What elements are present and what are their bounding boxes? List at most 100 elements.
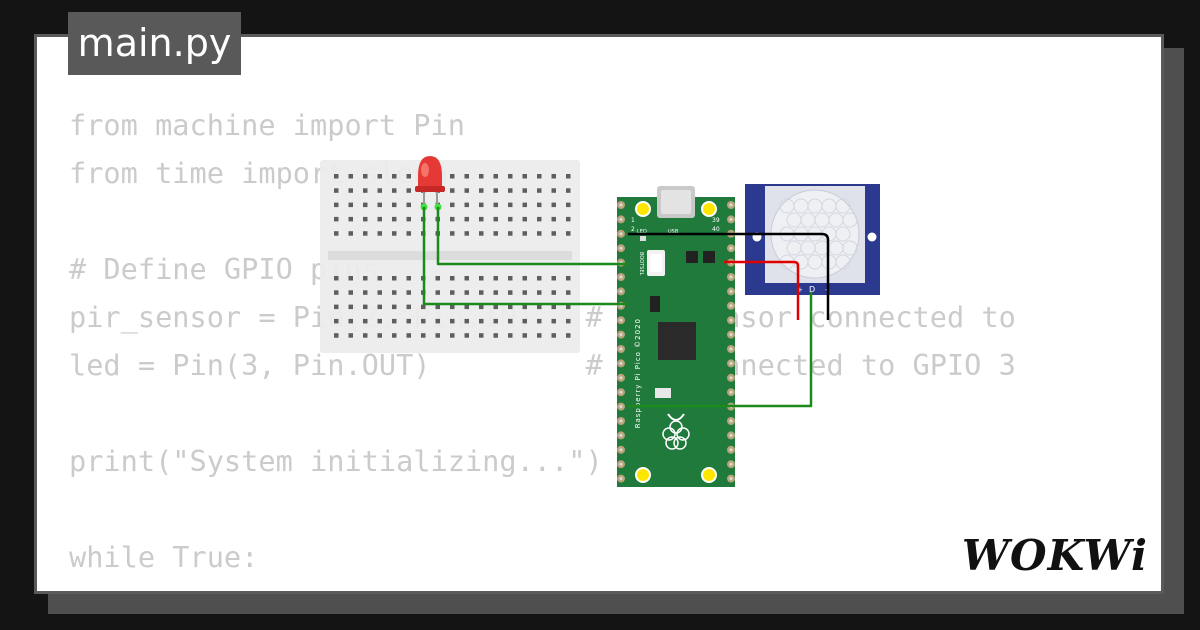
breadboard-hole <box>406 304 411 310</box>
breadboard-hole <box>551 304 556 310</box>
breadboard-hole <box>406 276 411 281</box>
usb-label: USB <box>668 229 679 235</box>
breadboard-hole <box>551 318 556 324</box>
breadboard-hole <box>464 333 469 338</box>
breadboard-hole <box>334 304 339 310</box>
breadboard-hole <box>450 304 455 310</box>
breadboard-hole <box>348 216 353 222</box>
breadboard-hole <box>377 290 382 295</box>
wire-led-cathode <box>422 207 628 306</box>
breadboard-hole <box>450 333 455 338</box>
breadboard-hole <box>522 202 527 208</box>
breadboard-hole <box>508 276 513 281</box>
breadboard-hole <box>537 290 542 295</box>
wokwi-logo: WOKWi <box>961 531 1148 580</box>
breadboard-hole <box>493 304 498 310</box>
rp2040-chip <box>658 322 696 360</box>
breadboard-hole <box>392 202 397 208</box>
pin-label-2: 2 <box>631 226 635 233</box>
breadboard-hole <box>551 290 556 295</box>
breadboard-hole <box>508 216 513 222</box>
pin-label-39: 39 <box>712 217 720 224</box>
code-line: from machine import Pin <box>69 108 465 142</box>
wire-led-anode <box>436 207 628 266</box>
breadboard-hole <box>566 276 571 281</box>
wires <box>422 207 830 408</box>
breadboard-hole <box>537 202 542 208</box>
breadboard-hole <box>508 304 513 310</box>
breadboard-hole <box>537 304 542 310</box>
breadboard-hole <box>348 276 353 281</box>
breadboard-hole <box>479 290 484 295</box>
breadboard-hole <box>508 188 513 193</box>
wire-pir-gnd <box>628 232 830 320</box>
breadboard-hole <box>377 231 382 236</box>
breadboard-hole <box>493 231 498 236</box>
code-line: while True: <box>69 540 259 574</box>
breadboard-hole <box>348 318 353 324</box>
breadboard-hole <box>566 188 571 193</box>
bootsel-label: BOOTSEL <box>638 252 644 276</box>
breadboard-hole <box>566 318 571 324</box>
breadboard-hole <box>522 174 527 179</box>
pin-label-1: 1 <box>631 217 635 224</box>
pin-label-40: 40 <box>712 226 720 233</box>
breadboard-hole <box>377 318 382 324</box>
breadboard-hole <box>479 202 484 208</box>
breadboard-hole <box>392 231 397 236</box>
breadboard-hole <box>392 290 397 295</box>
breadboard-hole <box>421 304 426 310</box>
breadboard-hole <box>363 216 368 222</box>
breadboard-hole <box>464 231 469 236</box>
breadboard-hole <box>508 318 513 324</box>
breadboard-hole <box>348 174 353 179</box>
breadboard-hole <box>450 216 455 222</box>
pir-label-vcc: + <box>797 286 803 294</box>
breadboard-hole <box>363 188 368 193</box>
breadboard-hole <box>479 216 484 222</box>
breadboard-hole <box>508 231 513 236</box>
breadboard-hole <box>348 231 353 236</box>
breadboard-hole <box>464 174 469 179</box>
breadboard-hole <box>551 174 556 179</box>
breadboard-hole <box>334 216 339 222</box>
file-tab[interactable]: main.py <box>68 12 241 75</box>
board-silkscreen: Raspberry Pi Pico ©2020 <box>634 318 642 428</box>
breadboard-hole <box>551 276 556 281</box>
breadboard-hole <box>508 174 513 179</box>
breadboard-hole <box>537 216 542 222</box>
breadboard-hole <box>537 318 542 324</box>
mount-hole <box>635 201 651 217</box>
breadboard-hole <box>464 216 469 222</box>
code-line: print("System initializing...") <box>69 444 603 478</box>
breadboard-hole <box>522 290 527 295</box>
breadboard-hole <box>566 333 571 338</box>
breadboard-hole <box>334 202 339 208</box>
breadboard-hole <box>435 290 440 295</box>
breadboard[interactable] <box>320 160 580 353</box>
breadboard-hole <box>522 216 527 222</box>
breadboard-hole <box>566 202 571 208</box>
breadboard-hole <box>508 290 513 295</box>
breadboard-hole <box>522 231 527 236</box>
led[interactable] <box>415 156 445 211</box>
breadboard-hole <box>363 290 368 295</box>
breadboard-hole <box>435 318 440 324</box>
breadboard-hole <box>551 216 556 222</box>
breadboard-hole <box>392 318 397 324</box>
breadboard-hole <box>363 202 368 208</box>
wire-pir-vcc <box>724 260 800 320</box>
pico-board[interactable]: 1 2 39 40 LED USB BOOTSEL Raspberry Pi P… <box>617 186 735 487</box>
raspberry-logo-icon <box>662 413 690 450</box>
breadboard-hole <box>392 304 397 310</box>
breadboard-hole <box>348 304 353 310</box>
breadboard-hole <box>522 333 527 338</box>
breadboard-hole <box>508 333 513 338</box>
breadboard-hole <box>464 318 469 324</box>
breadboard-hole <box>522 318 527 324</box>
pir-sensor[interactable]: + D - <box>745 184 880 295</box>
breadboard-hole <box>522 188 527 193</box>
breadboard-hole <box>377 174 382 179</box>
breadboard-hole <box>522 304 527 310</box>
